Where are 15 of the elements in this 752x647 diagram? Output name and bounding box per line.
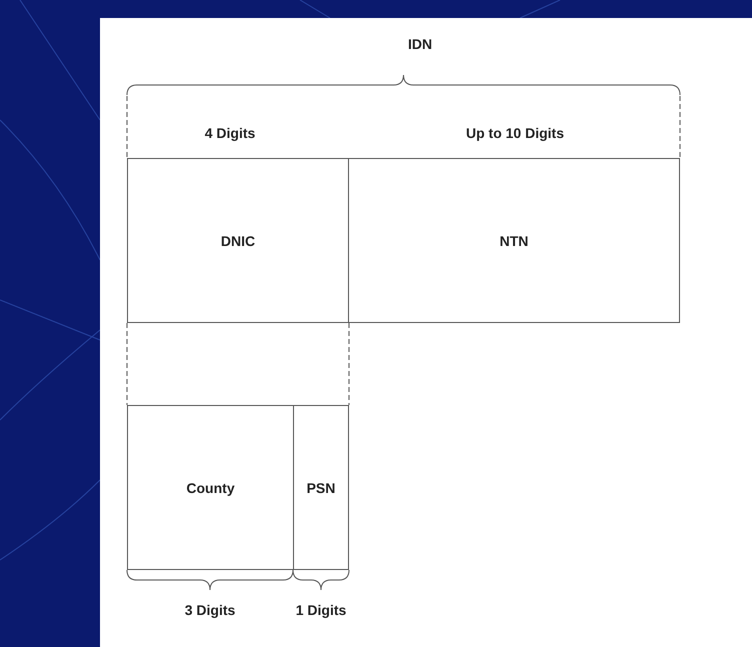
dashed-line xyxy=(126,322,128,406)
digit-count-label: Up to 10 Digits xyxy=(466,125,564,141)
field-box xyxy=(348,158,680,323)
dashed-line xyxy=(348,322,350,406)
field-name: DNIC xyxy=(220,232,256,248)
field-box xyxy=(127,158,349,323)
field-name: County xyxy=(186,480,235,496)
digit-count-label: 4 Digits xyxy=(204,125,256,141)
field-name: NTN xyxy=(500,232,528,248)
total-label: IDN xyxy=(408,36,432,52)
digit-count-label: 1 Digits xyxy=(296,602,346,618)
digit-count-label: 3 Digits xyxy=(184,602,236,618)
field-box xyxy=(127,405,294,570)
field-name: PSN xyxy=(306,480,336,496)
field-box xyxy=(293,405,349,570)
